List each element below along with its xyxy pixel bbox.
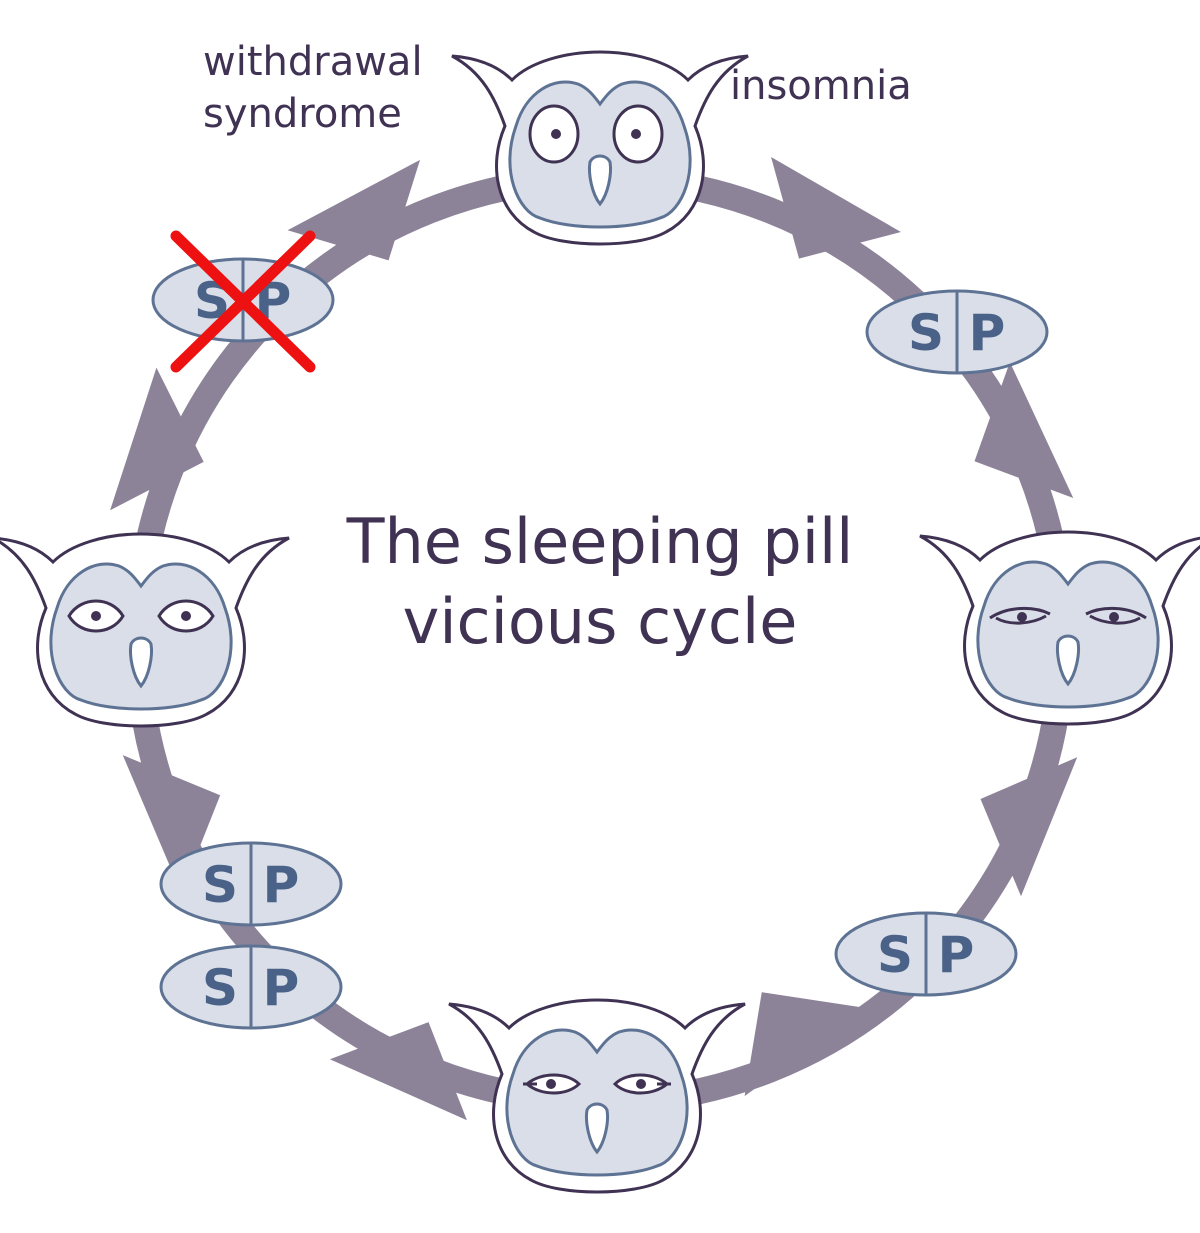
pill-bottom-left-lower: S P	[159, 944, 343, 1030]
withdrawal-line-2: syndrome	[203, 91, 402, 137]
arrow-head	[287, 159, 421, 261]
title-line-1: The sleeping pill	[346, 505, 854, 578]
arrow-head	[122, 755, 221, 894]
pill-letter-p: P	[263, 959, 300, 1017]
owl-top	[450, 50, 750, 246]
pill-letter-p: P	[969, 304, 1006, 362]
pill-bottom-left-upper: S P	[159, 841, 343, 927]
withdrawal-syndrome-label: withdrawal syndrome	[203, 36, 423, 140]
pill-letter-s: S	[908, 304, 944, 362]
pill-letter-s: S	[202, 959, 238, 1017]
pill-letter-s: S	[202, 856, 238, 914]
cycle-arrows	[110, 156, 1078, 1121]
arrow-head	[980, 757, 1078, 897]
title-line-2: vicious cycle	[402, 585, 798, 658]
owl-right	[918, 530, 1200, 726]
insomnia-label: insomnia	[730, 63, 912, 109]
arrow-head	[329, 1022, 467, 1121]
pill-letter-p: P	[263, 856, 300, 914]
withdrawal-line-1: withdrawal	[203, 39, 423, 85]
cross-out-icon	[170, 230, 316, 373]
owl-left	[0, 532, 291, 728]
pill-top-right: S P	[865, 289, 1049, 375]
pill-letter-p: P	[938, 926, 975, 984]
pill-letter-s: S	[877, 926, 913, 984]
diagram-title: The sleeping pill vicious cycle	[290, 502, 910, 662]
arrow-head	[744, 992, 866, 1097]
pill-bottom-right: S P	[834, 911, 1018, 997]
arrow-head	[974, 362, 1074, 498]
arrow-head	[771, 156, 901, 259]
arrow-head	[110, 367, 204, 511]
